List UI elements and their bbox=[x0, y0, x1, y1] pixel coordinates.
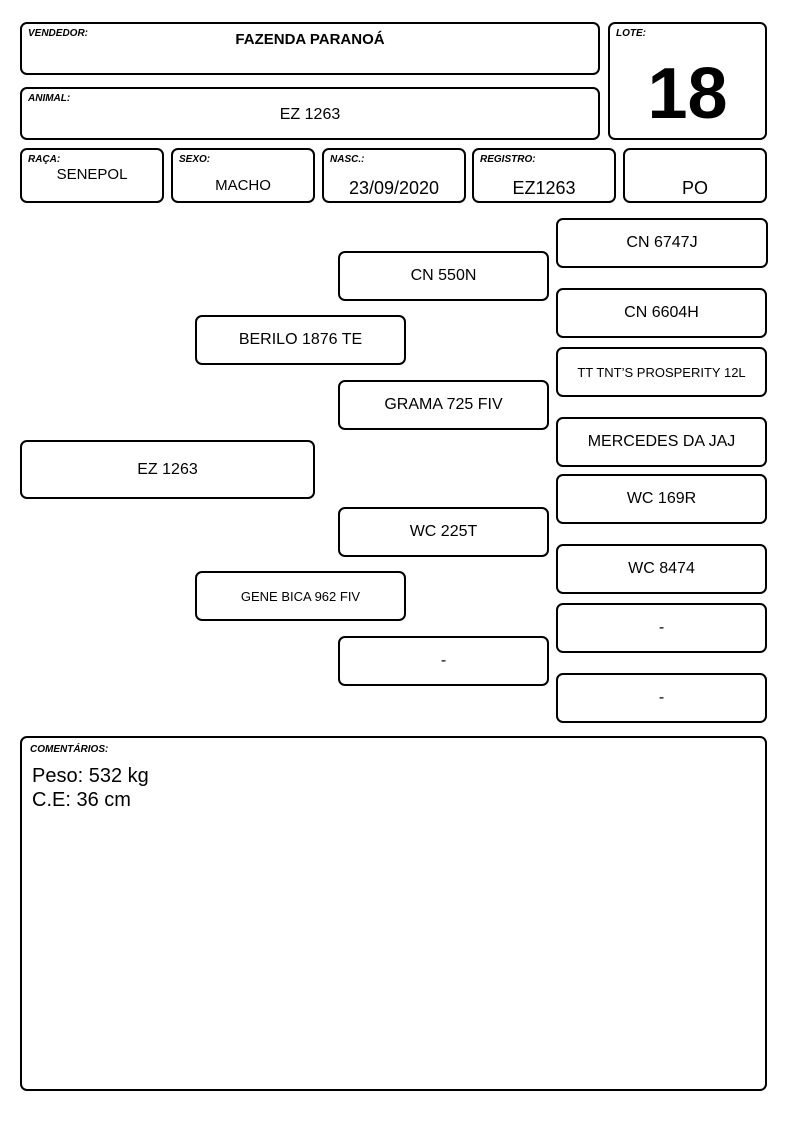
vendedor-value: FAZENDA PARANOÁ bbox=[235, 31, 385, 48]
lote-label: LOTE: bbox=[616, 28, 646, 39]
pedigree-dam-sire: WC 225T bbox=[338, 507, 549, 557]
pedigree-dd-dam: - bbox=[556, 673, 767, 723]
nasc-box: NASC.: 23/09/2020 bbox=[322, 148, 466, 203]
pedigree-sire-sire: CN 550N bbox=[338, 251, 549, 301]
pedigree-dd-sire: - bbox=[556, 603, 767, 653]
animal-label: ANIMAL: bbox=[28, 93, 71, 104]
comment-line-ce: C.E: 36 cm bbox=[32, 789, 131, 811]
lote-box: LOTE: 18 bbox=[608, 22, 767, 140]
sexo-box: SEXO: MACHO bbox=[171, 148, 315, 203]
registro-value: EZ1263 bbox=[512, 178, 576, 198]
raca-label: RAÇA: bbox=[28, 154, 61, 165]
pedigree-sd-dam: MERCEDES DA JAJ bbox=[556, 417, 767, 467]
animal-value: EZ 1263 bbox=[279, 106, 341, 123]
pedigree-ds-dam: WC 8474 bbox=[556, 544, 767, 594]
vendedor-label: VENDEDOR: bbox=[28, 28, 89, 39]
nasc-value: 23/09/2020 bbox=[348, 178, 440, 198]
pedigree-ss-sire: CN 6747J bbox=[556, 218, 768, 268]
tipo-box: PO bbox=[623, 148, 767, 203]
animal-box: ANIMAL: EZ 1263 bbox=[20, 87, 600, 140]
sexo-label: SEXO: bbox=[179, 154, 211, 165]
pedigree-ss-dam: CN 6604H bbox=[556, 288, 767, 338]
pedigree-sire-dam: GRAMA 725 FIV bbox=[338, 380, 549, 430]
pedigree-sd-sire: TT TNT’S PROSPERITY 12L bbox=[556, 347, 767, 397]
tipo-value: PO bbox=[681, 178, 708, 198]
raca-box: RAÇA: SENEPOL bbox=[20, 148, 164, 203]
pedigree-sire: BERILO 1876 TE bbox=[195, 315, 406, 365]
comments-label: COMENTÁRIOS: bbox=[30, 744, 109, 755]
sexo-value: MACHO bbox=[215, 177, 271, 194]
comment-line-weight: Peso: 532 kg bbox=[32, 765, 149, 787]
lote-value: 18 bbox=[647, 54, 728, 134]
comments-box: COMENTÁRIOS: Peso: 532 kg C.E: 36 cm bbox=[20, 736, 767, 1091]
pedigree-dam-dam: - bbox=[338, 636, 549, 686]
comments-text: Peso: 532 kg C.E: 36 cm bbox=[32, 764, 149, 812]
pedigree-dam: GENE BICA 962 FIV bbox=[195, 571, 406, 621]
registro-label: REGISTRO: bbox=[480, 154, 536, 165]
nasc-label: NASC.: bbox=[330, 154, 365, 165]
pedigree-animal: EZ 1263 bbox=[20, 440, 315, 499]
registro-box: REGISTRO: EZ1263 bbox=[472, 148, 616, 203]
vendedor-box: VENDEDOR: FAZENDA PARANOÁ bbox=[20, 22, 600, 75]
pedigree-ds-sire: WC 169R bbox=[556, 474, 767, 524]
raca-value: SENEPOL bbox=[56, 166, 128, 183]
